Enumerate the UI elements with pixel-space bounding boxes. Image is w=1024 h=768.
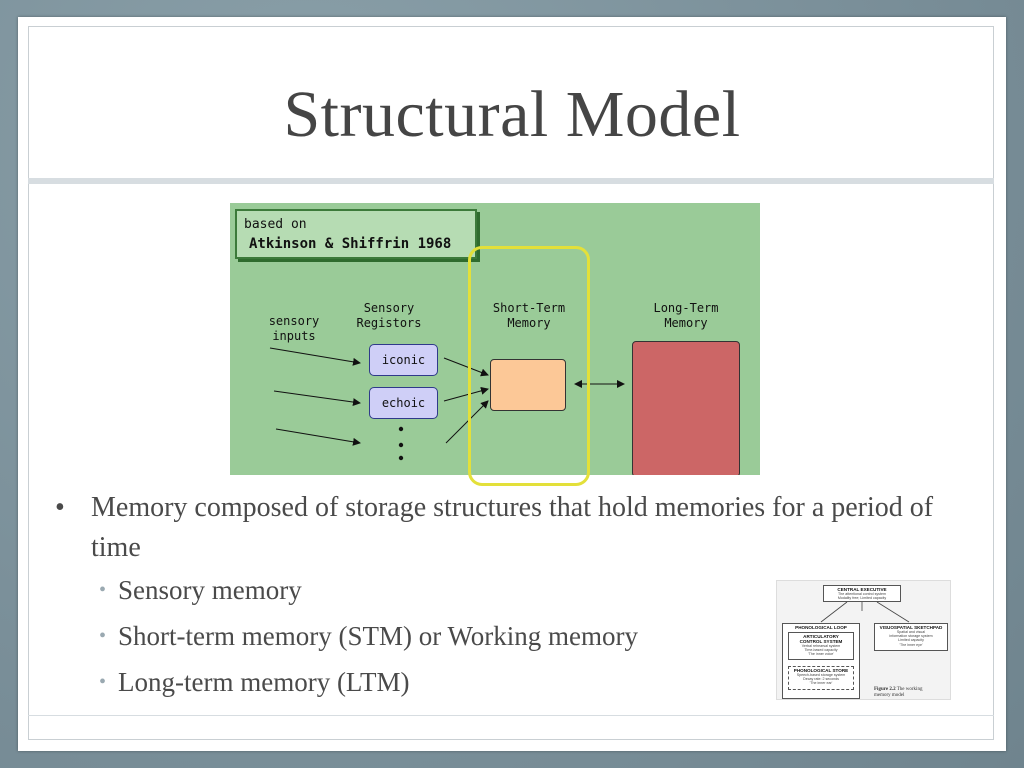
ellipsis-dot-2 <box>398 442 404 448</box>
input-arrow-3 <box>275 428 361 446</box>
figure-arrows <box>820 601 910 623</box>
bullet-sub-1-text: Sensory memory <box>118 575 302 605</box>
figure-caption-text-2: memory model <box>874 693 905 698</box>
figure-caption-text-1: The working <box>896 687 923 692</box>
echoic-register: echoic <box>369 387 438 419</box>
articulatory-text-1: Verbal rehearsal system <box>801 644 841 648</box>
figure-caption: Figure 2.2 The working memory model <box>874 687 922 699</box>
based-on-label: based on <box>244 217 307 232</box>
articulatory-title-1: ARTICULATORY <box>803 634 839 639</box>
bullet-sub-3-text: Long-term memory (LTM) <box>118 667 410 697</box>
ce-to-loop-arrow <box>820 601 848 623</box>
visuospatial-text-3: Limited capacity <box>898 638 924 643</box>
bullet-sub-2-text: Short-term memory (STM) or Working memor… <box>118 621 639 651</box>
articulatory-text-2: Time-based capacity <box>804 648 838 653</box>
bullet-main-text: Memory composed of storage structures th… <box>91 492 934 563</box>
visuospatial-text-2: information storage system <box>889 634 933 639</box>
stm-line-1: Short-Term <box>492 301 566 315</box>
visuospatial-title: VISUOSPATIAL SKETCHPAD <box>879 625 943 630</box>
articulatory-text-3: 'The inner voice' <box>808 652 834 657</box>
articulatory-box: ARTICULATORY CONTROL SYSTEM Verbal rehea… <box>788 632 854 660</box>
central-executive-box: CENTRAL EXECUTIVE The attentional contro… <box>823 585 901 602</box>
articulatory-title-2: CONTROL SYSTEM <box>799 639 843 644</box>
sensory-registers-line-2: Registors <box>356 316 422 330</box>
visuospatial-text-4: 'The inner eye' <box>899 642 923 647</box>
bottom-divider <box>28 715 994 716</box>
central-executive-text-2: Modality free; Limited capacity <box>837 596 887 601</box>
ltm-line-2: Memory <box>664 316 708 330</box>
ltm-line-1: Long-Term <box>653 301 719 315</box>
phonological-store-text-1: Speech-based storage system <box>796 673 846 677</box>
stm-label: Short-Term Memory <box>486 301 572 331</box>
other-to-stm-arrow <box>445 400 489 444</box>
ellipsis-dot-1 <box>398 426 404 432</box>
input-arrow-2 <box>273 390 361 406</box>
slide: Structural Model based on Atkinson & Shi… <box>18 17 1006 751</box>
stm-line-2: Memory <box>507 316 551 330</box>
slide-title: Structural Model <box>283 78 741 151</box>
stm-highlight <box>468 246 590 486</box>
sub-bullet-dot: • <box>99 579 107 601</box>
figure-caption-label: Figure 2.2 <box>874 687 896 692</box>
phonological-store-title: PHONOLOGICAL STORE <box>793 668 849 673</box>
sensory-inputs-label: sensory inputs <box>264 314 324 344</box>
stm-box <box>490 359 566 411</box>
iconic-register: iconic <box>369 344 438 376</box>
visuospatial-box: VISUOSPATIAL SKETCHPAD Spatial and visua… <box>874 623 948 651</box>
sensory-inputs-line-2: inputs <box>272 329 316 343</box>
ce-to-sketchpad-arrow <box>876 601 910 623</box>
sensory-inputs-line-1: sensory <box>268 314 320 328</box>
sub-bullet-dot: • <box>99 671 107 693</box>
sensory-registers-label: Sensory Registors <box>352 301 426 331</box>
ltm-label: Long-Term Memory <box>643 301 729 331</box>
phonological-store-text-2: Decay rate: 2 seconds <box>803 677 839 682</box>
title-divider <box>28 178 994 184</box>
bullet-dot: • <box>55 492 65 523</box>
phonological-loop-title: PHONOLOGICAL LOOP <box>795 625 847 630</box>
working-memory-figure: CENTRAL EXECUTIVE The attentional contro… <box>776 580 951 700</box>
central-executive-text-1: The attentional control system <box>838 592 886 596</box>
visuospatial-text-1: Spatial and visual <box>896 630 926 634</box>
iconic-to-stm-arrow <box>443 357 489 377</box>
phonological-loop-box: PHONOLOGICAL LOOP ARTICULATORY CONTROL S… <box>782 623 860 699</box>
phonological-store-text-3: 'The inner ear' <box>809 681 833 686</box>
central-executive-title: CENTRAL EXECUTIVE <box>837 587 887 592</box>
sub-bullet-dot: • <box>99 625 107 647</box>
sensory-registers-line-1: Sensory <box>363 301 415 315</box>
ellipsis-dot-3 <box>398 455 404 461</box>
phonological-store-box: PHONOLOGICAL STORE Speech-based storage … <box>788 666 854 690</box>
input-arrow-1 <box>269 347 361 366</box>
diagram-arrows <box>269 347 625 461</box>
echoic-to-stm-arrow <box>443 386 489 402</box>
citation-label: Atkinson & Shiffrin 1968 <box>249 236 452 252</box>
citation-box: based on Atkinson & Shiffrin 1968 <box>235 209 477 259</box>
ltm-box <box>632 341 740 475</box>
